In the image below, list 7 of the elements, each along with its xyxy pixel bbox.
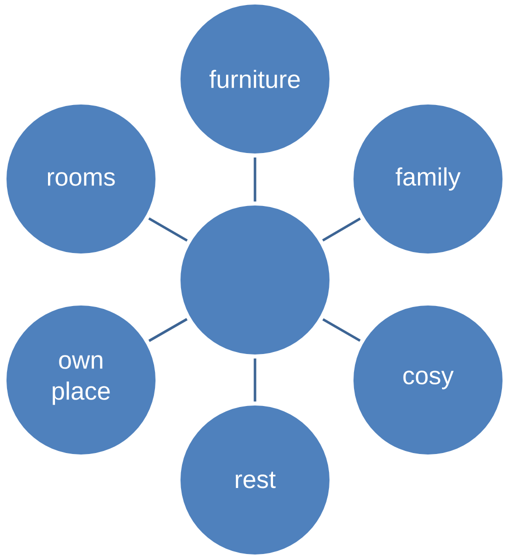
connector-line	[254, 358, 256, 402]
connector-line	[322, 218, 361, 242]
connector-line	[322, 318, 361, 342]
connector-line	[148, 217, 188, 242]
connector-line	[254, 158, 256, 202]
hub-circle	[180, 204, 330, 356]
connector-line	[148, 318, 188, 342]
